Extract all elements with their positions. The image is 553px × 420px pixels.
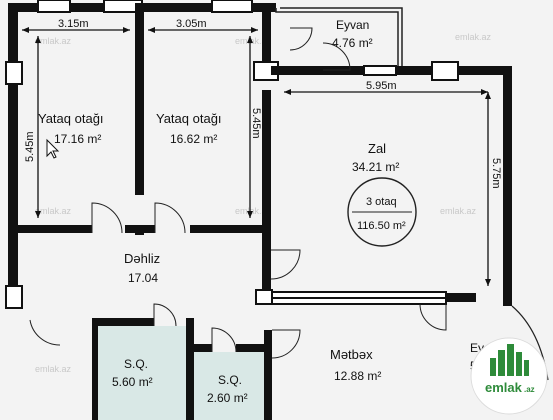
- logo-suffix: .az: [524, 385, 535, 394]
- walls: [5, 0, 512, 420]
- watermark: emlak.az: [35, 206, 72, 216]
- cursor-icon: [46, 138, 60, 159]
- watermark: emlak.az: [235, 206, 272, 216]
- bath2-name: S.Q.: [218, 373, 242, 387]
- dimension-lines: [22, 29, 489, 286]
- watermark: emlak.az: [35, 364, 72, 374]
- balcony-top-name: Eyvan: [336, 18, 369, 32]
- room-count: 3 otaq: [366, 196, 397, 208]
- total-area-circle: [347, 177, 417, 247]
- bedroom2-name: Yataq otağı: [156, 111, 222, 126]
- bedroom1-name: Yataq otağı: [38, 111, 104, 126]
- total-area-badge: 3 otaq 116.50 m²: [347, 177, 417, 247]
- dim-bedroom1-height: 5.45m: [24, 131, 36, 162]
- dim-hall-width: 5.95m: [366, 80, 397, 92]
- balcony-top-outline: [275, 7, 403, 66]
- hall-area: 34.21 m²: [352, 160, 399, 174]
- doors: [29, 27, 447, 359]
- total-area: 116.50 m²: [357, 220, 406, 232]
- bath2-area: 2.60 m²: [207, 391, 248, 405]
- emlak-logo[interactable]: emlak .az: [470, 337, 548, 415]
- balcony-top-area: 4.76 m²: [332, 36, 373, 50]
- watermark: emlak.az: [35, 36, 72, 46]
- bath1-name: S.Q.: [124, 357, 148, 371]
- logo-text: emlak: [485, 380, 523, 395]
- bath2-floor: [190, 352, 267, 420]
- watermark: emlak.az: [440, 206, 477, 216]
- bath1-floor: [96, 326, 188, 420]
- kitchen-name: Mətbəx: [330, 347, 373, 362]
- kitchen-area: 12.88 m²: [334, 369, 381, 383]
- corridor-area: 17.04: [128, 271, 158, 285]
- dim-bedroom2-width: 3.05m: [176, 18, 207, 30]
- bath1-area: 5.60 m²: [112, 375, 153, 389]
- bedroom2-area: 16.62 m²: [170, 132, 217, 146]
- watermark: emlak.az: [235, 36, 272, 46]
- dim-bedroom1-width: 3.15m: [58, 18, 89, 30]
- hall-name: Zal: [368, 141, 386, 156]
- watermark: emlak.az: [455, 32, 492, 42]
- dim-bedroom2-height: 5.45m: [250, 108, 262, 139]
- dim-hall-height: 5.75m: [490, 158, 502, 189]
- bedroom1-area: 17.16 m²: [54, 132, 101, 146]
- dimension-arrows: [22, 27, 491, 286]
- building-icon: [490, 344, 529, 376]
- corridor-name: Dəhliz: [124, 251, 160, 266]
